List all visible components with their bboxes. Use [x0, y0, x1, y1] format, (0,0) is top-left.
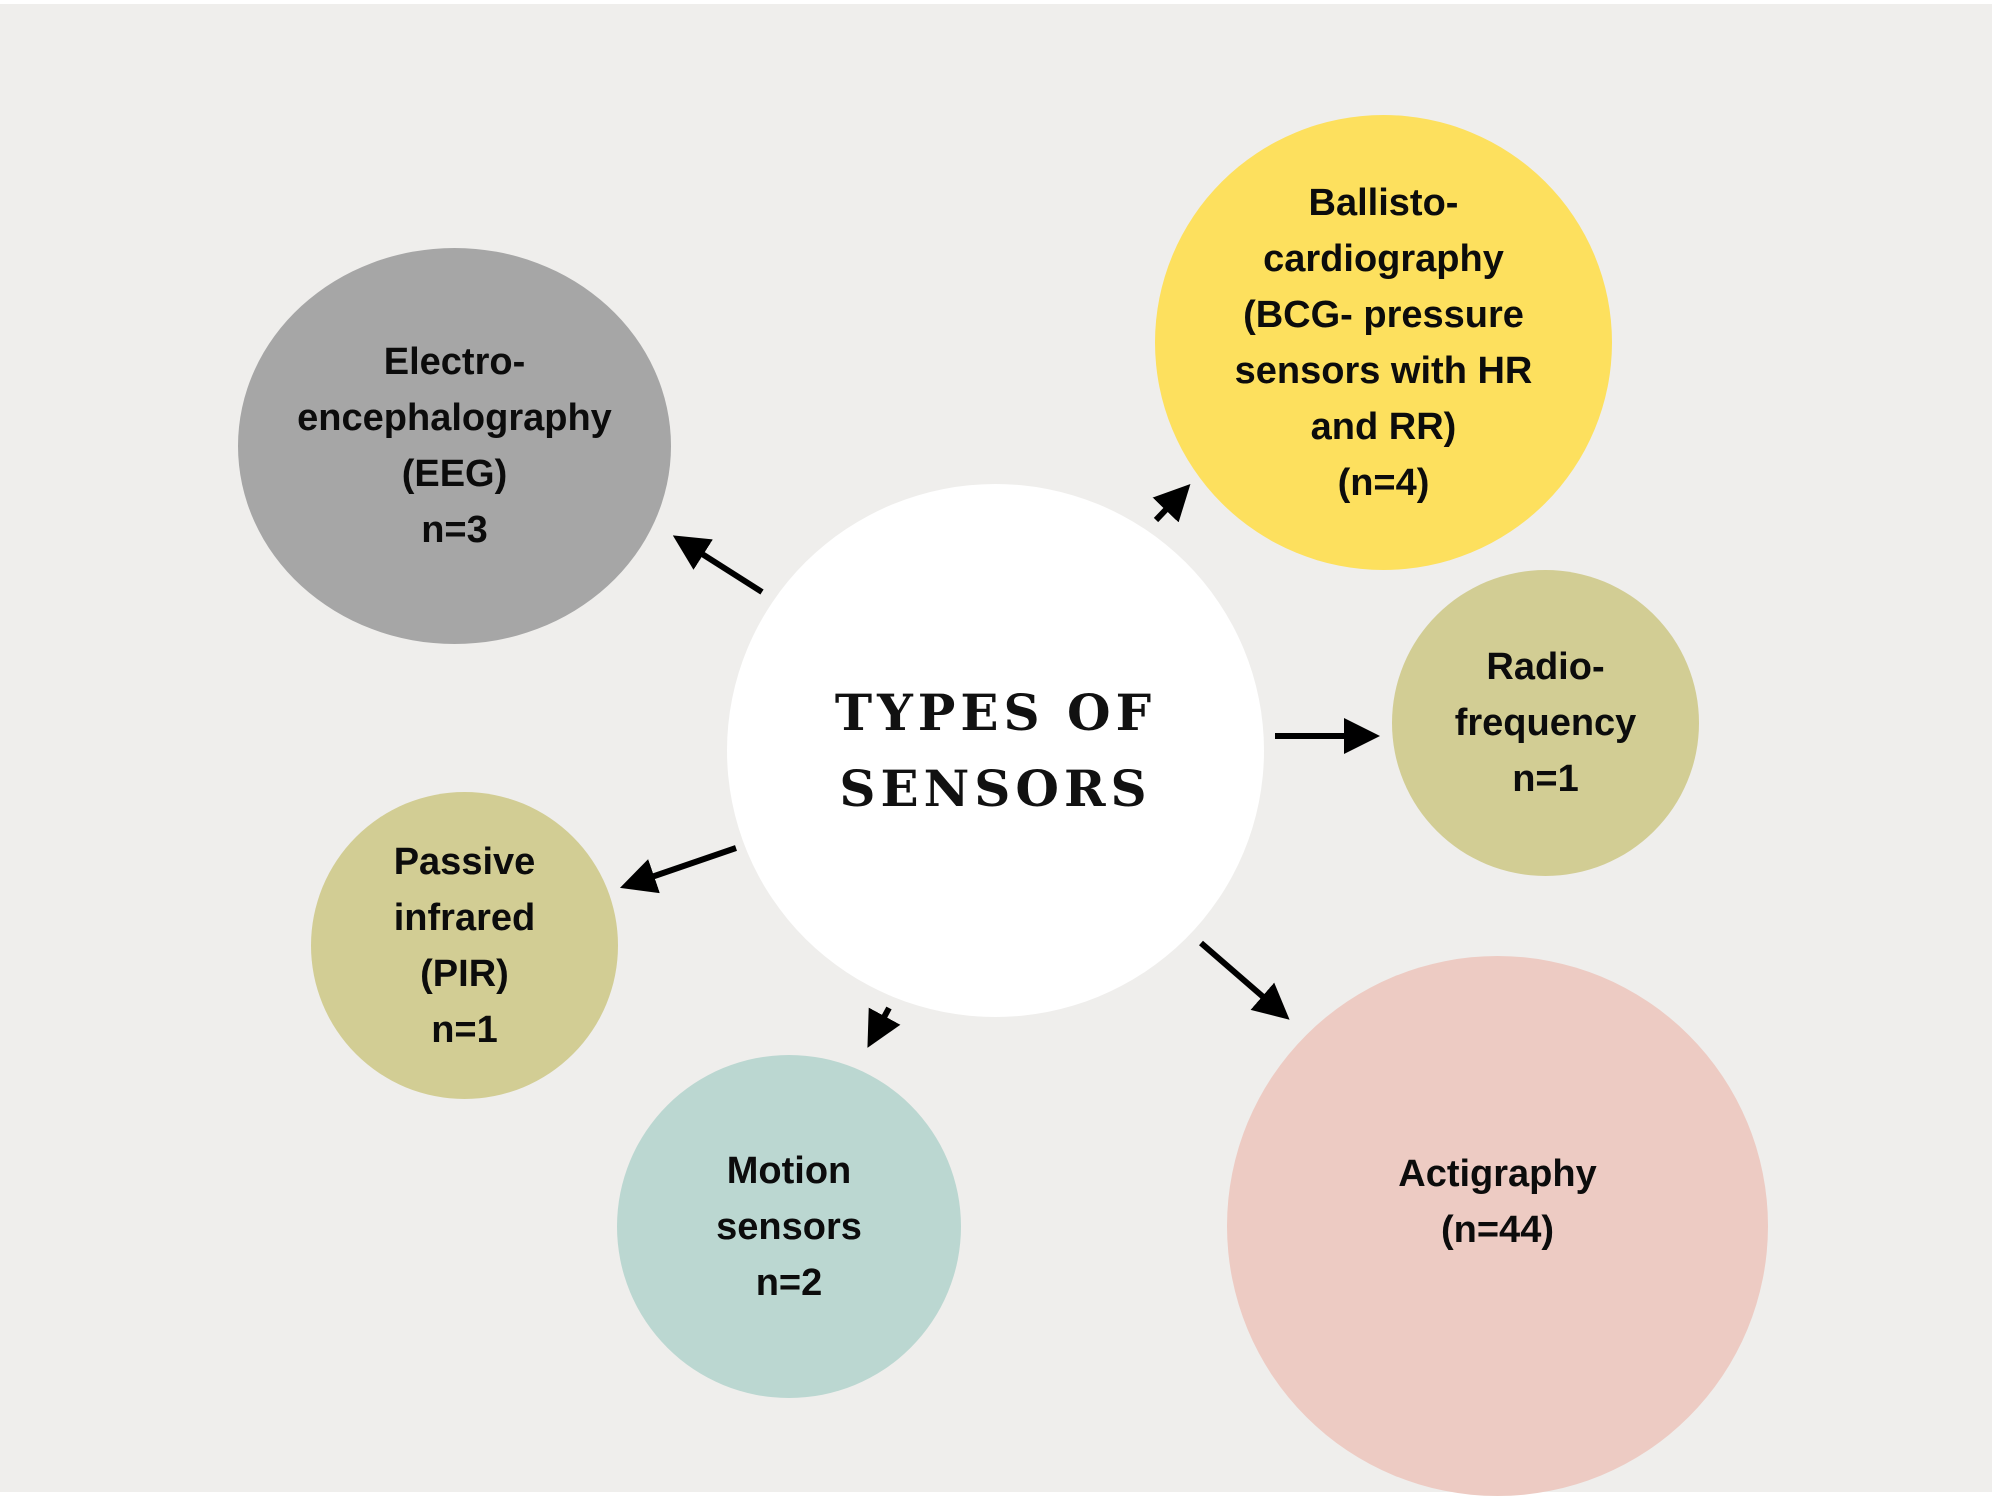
node-bcg-label: Ballisto- cardiography (BCG- pressure se…	[1234, 181, 1533, 504]
node-bcg: Ballisto- cardiography (BCG- pressure se…	[1155, 115, 1612, 570]
arrow-to-pir	[619, 845, 737, 894]
arrow-to-actigraphy	[1199, 940, 1290, 1020]
arrow-to-motion	[867, 1006, 901, 1048]
node-pir: Passive infrared (PIR) n=1	[311, 792, 618, 1099]
node-radio: Radio- frequency n=1	[1392, 570, 1699, 876]
node-radio-label: Radio- frequency n=1	[1454, 646, 1637, 800]
node-actigraphy-label: Actigraphy (n=44)	[1398, 1153, 1597, 1251]
arrow-to-bcg	[1152, 483, 1191, 523]
node-motion-label: Motion sensors n=2	[716, 1149, 862, 1304]
node-pir-label: Passive infrared (PIR) n=1	[393, 840, 536, 1051]
center-title: TYPES OF SENSORS	[834, 682, 1157, 818]
node-actigraphy: Actigraphy (n=44)	[1227, 956, 1768, 1496]
arrow-to-eeg	[672, 535, 764, 595]
center-node: TYPES OF SENSORS	[727, 484, 1264, 1017]
node-eeg: Electro- encephalography (EEG) n=3	[238, 248, 671, 644]
node-motion: Motion sensors n=2	[617, 1055, 961, 1398]
node-eeg-label: Electro- encephalography (EEG) n=3	[297, 341, 612, 551]
